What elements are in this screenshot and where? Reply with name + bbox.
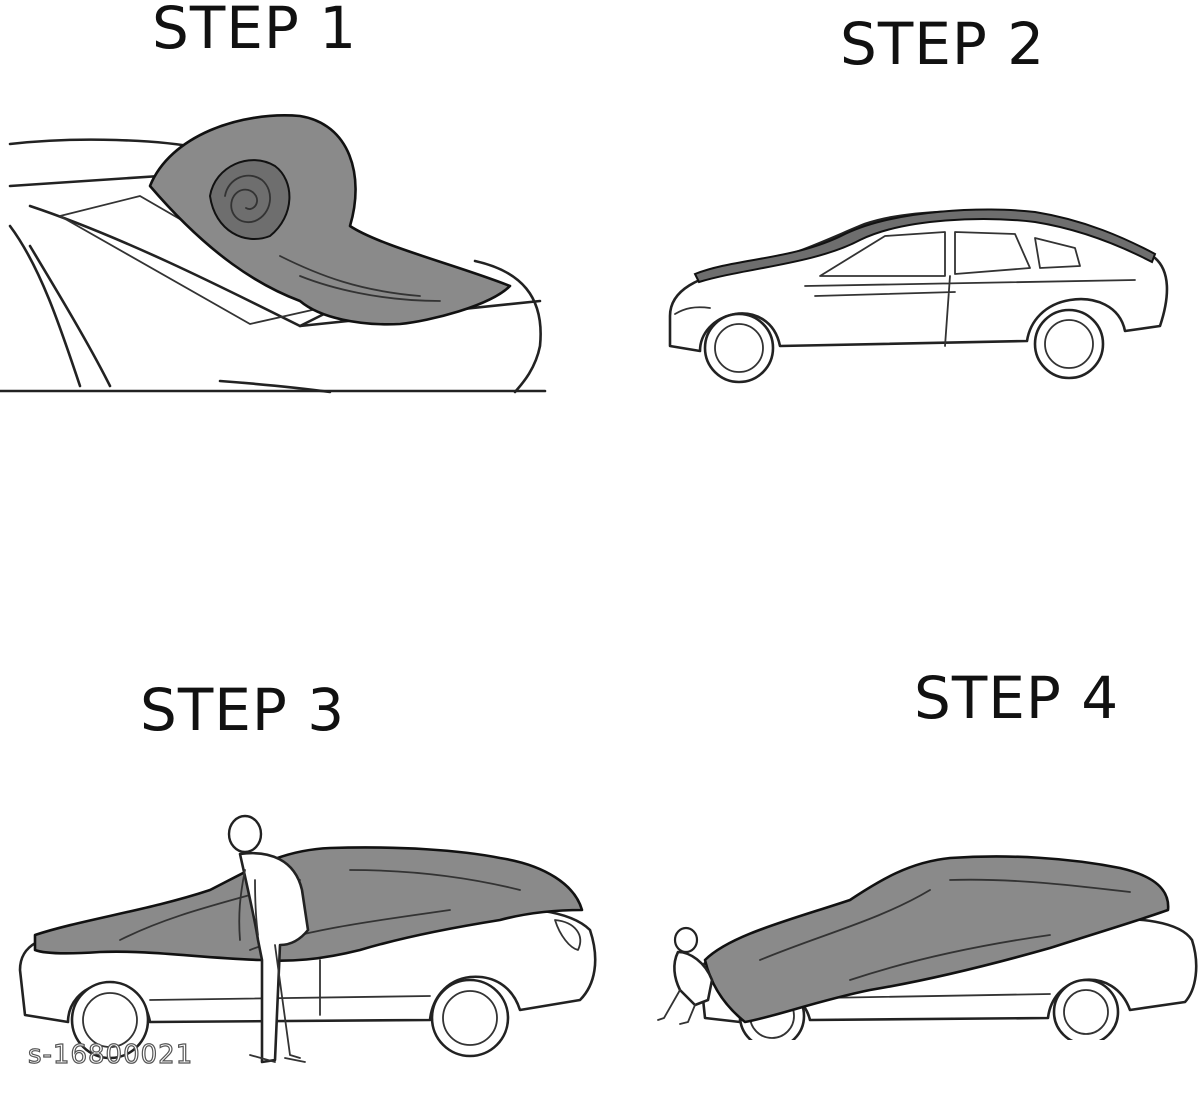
step-3-label: STEP 3 (140, 676, 345, 744)
step-2-illustration (655, 196, 1200, 396)
step-3-illustration (0, 810, 610, 1075)
watermark: s-16800021 (28, 1040, 193, 1070)
step-4-illustration (650, 840, 1200, 1040)
rolled-cover-icon (150, 115, 510, 324)
step-4-label: STEP 4 (914, 664, 1119, 732)
step-1-label: STEP 1 (152, 0, 357, 62)
step-1-illustration (0, 96, 560, 396)
step-2-label: STEP 2 (840, 10, 1045, 78)
